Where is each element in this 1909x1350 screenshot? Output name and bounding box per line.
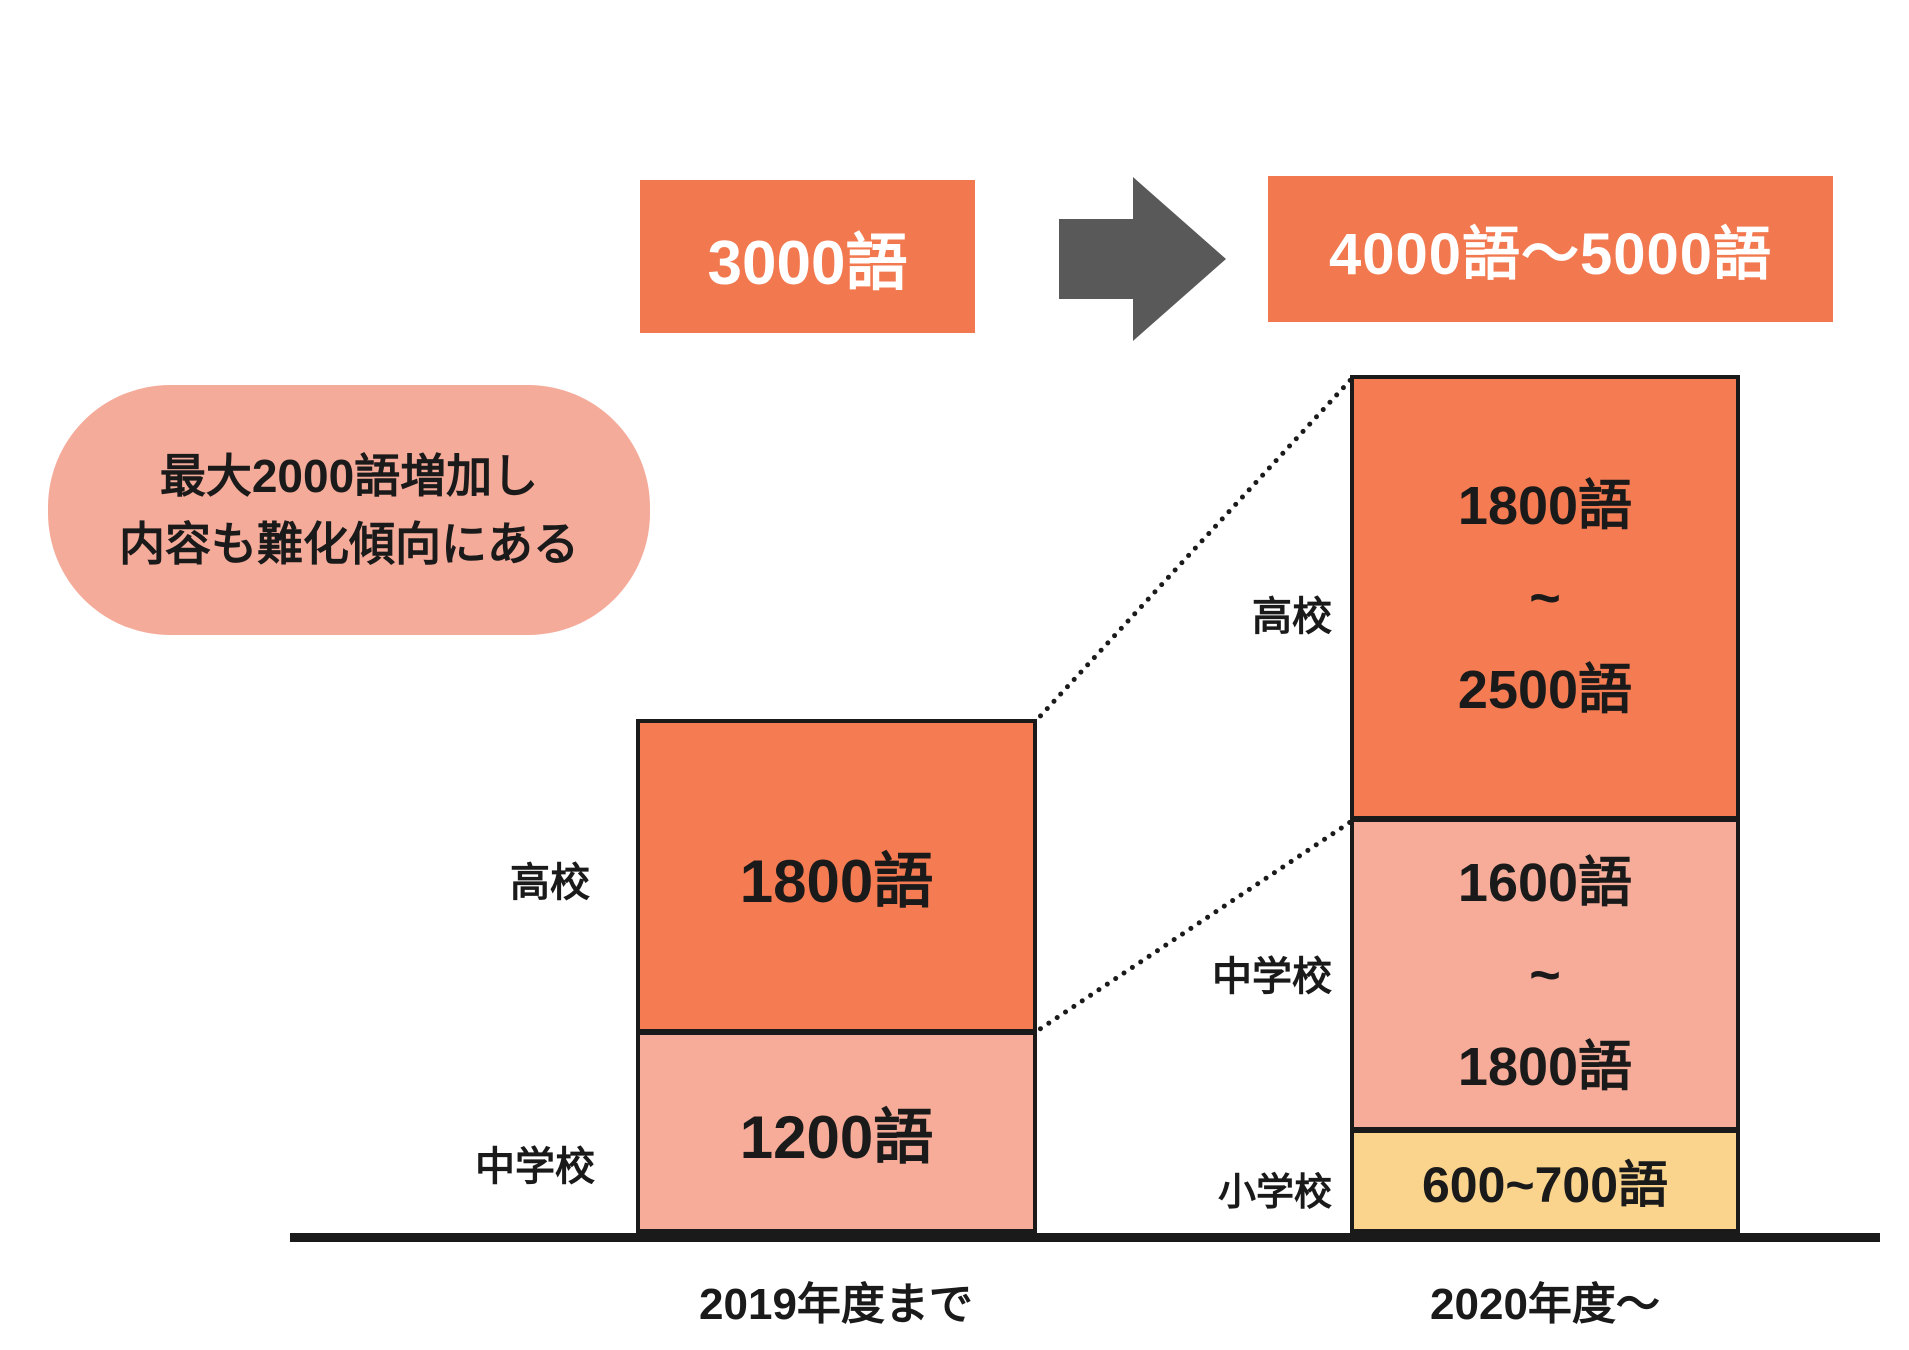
label-juniorhigh-2020: 中学校 — [1212, 955, 1332, 999]
bar-2020-elementary-segment: 600~700語 — [1354, 1133, 1736, 1229]
total-after-box: 4000語〜5000語 — [1268, 176, 1833, 322]
total-before-label: 3000語 — [707, 228, 908, 298]
bar-2020-highschool-segment: 1800語 ~ 2500語 — [1354, 379, 1736, 816]
callout-line2: 内容も難化傾向にある — [119, 518, 579, 570]
x-axis-line — [290, 1233, 1880, 1242]
label-highschool-2019: 高校 — [510, 861, 590, 905]
segment-divider — [640, 1029, 1033, 1035]
bar-2020: 1800語 ~ 2500語 1600語 ~ 1800語 600~700語 — [1350, 375, 1740, 1233]
bar-2019-highschool-value: 1800語 — [739, 847, 934, 915]
segment-divider — [1354, 1127, 1736, 1133]
tilde-glyph: ~ — [1529, 944, 1561, 1005]
bar-2019-juniorhigh-value: 1200語 — [739, 1103, 934, 1171]
bar-2020-juniorhigh-value-max: 1800語 — [1457, 1036, 1633, 1097]
right-arrow-head-icon — [1133, 177, 1226, 341]
tilde-glyph: ~ — [1529, 567, 1561, 628]
total-after-label: 4000語〜5000語 — [1328, 222, 1773, 287]
label-highschool-2020: 高校 — [1252, 595, 1332, 639]
axis-label-2019: 2019年度まで — [699, 1280, 973, 1329]
segment-divider — [1354, 816, 1736, 822]
bar-2019-highschool-segment: 1800語 — [640, 723, 1033, 1029]
callout-line1: 最大2000語増加し — [159, 450, 539, 502]
bar-2019: 1800語 1200語 — [636, 719, 1037, 1233]
callout-bubble: 最大2000語増加し 内容も難化傾向にある — [48, 385, 650, 635]
bar-2020-juniorhigh-segment: 1600語 ~ 1800語 — [1354, 822, 1736, 1127]
label-elementary-2020: 小学校 — [1217, 1172, 1332, 1214]
total-before-box: 3000語 — [640, 180, 975, 333]
axis-label-2020: 2020年度〜 — [1430, 1280, 1660, 1329]
bar-2020-highschool-value-min: 1800語 — [1457, 475, 1633, 536]
right-arrow-icon — [1059, 219, 1134, 299]
bar-2020-elementary-value: 600~700語 — [1421, 1157, 1669, 1213]
connector-top-dotted-line — [1037, 376, 1354, 720]
bar-2020-juniorhigh-value-min: 1600語 — [1457, 852, 1633, 913]
label-juniorhigh-2019: 中学校 — [475, 1145, 595, 1189]
bar-2019-juniorhigh-segment: 1200語 — [640, 1035, 1033, 1229]
bar-2020-highschool-value-max: 2500語 — [1457, 659, 1633, 720]
